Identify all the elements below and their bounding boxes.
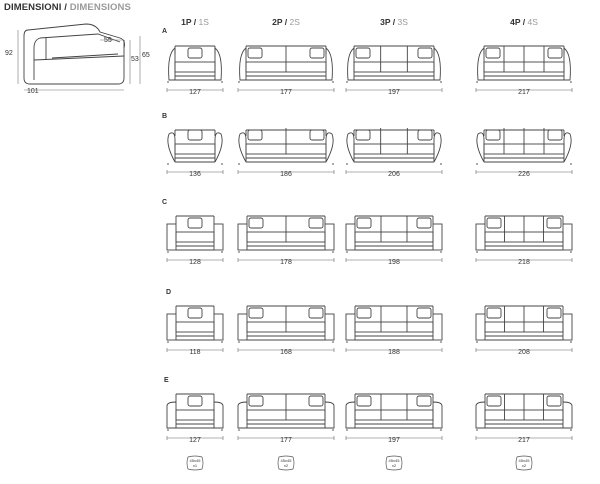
title-main: DIMENSIONI	[4, 2, 62, 13]
sofa-a-1	[166, 45, 224, 92]
side-depth: 101	[27, 88, 39, 95]
width-label-e-2: 177	[280, 437, 292, 444]
sofa-d-1	[166, 305, 224, 352]
width-label-a-1: 127	[189, 89, 201, 96]
cushion-qty: x2	[521, 463, 527, 468]
sofa-e-1	[166, 393, 224, 440]
width-label-d-2: 168	[280, 349, 292, 356]
side-height: 92	[5, 50, 13, 57]
sofa-c-3	[345, 215, 443, 262]
width-label-d-3: 188	[388, 349, 400, 356]
sofa-a-2	[237, 45, 335, 92]
side-seat-depth: 55	[104, 37, 112, 44]
cushion-size: 45x45	[518, 458, 530, 463]
width-label-a-3: 197	[388, 89, 400, 96]
title-sub: DIMENSIONS	[69, 2, 131, 13]
width-label-b-3: 206	[388, 171, 400, 178]
cushion-qty: x2	[283, 463, 289, 468]
sofa-e-4	[475, 393, 573, 440]
title-sep: /	[61, 2, 70, 13]
row-label-b: B	[162, 113, 168, 120]
width-label-c-3: 198	[388, 259, 400, 266]
sofa-d-4	[475, 305, 573, 352]
cushion-size: 45x45	[189, 458, 201, 463]
width-label-b-4: 226	[518, 171, 530, 178]
side-view-drawing	[17, 23, 141, 91]
sofa-b-3	[345, 128, 443, 174]
page-title: DIMENSIONI / DIMENSIONS	[4, 2, 131, 13]
width-label-b-2: 186	[280, 171, 292, 178]
sofa-d-2	[237, 305, 335, 352]
sofa-c-2	[237, 215, 335, 262]
sofa-a-3	[345, 45, 443, 92]
row-label-a: A	[162, 28, 168, 35]
sofa-c-4	[475, 215, 573, 262]
width-label-c-4: 218	[518, 259, 530, 266]
sofa-b-1	[166, 129, 224, 174]
sofa-c-1	[166, 215, 224, 262]
sofa-a-4	[475, 45, 573, 92]
cushion-size: 45x45	[388, 458, 400, 463]
row-label-c: C	[162, 199, 168, 206]
width-label-a-2: 177	[280, 89, 292, 96]
width-label-d-4: 208	[518, 349, 530, 356]
sofa-b-4	[475, 128, 573, 174]
sofa-b-2	[237, 128, 335, 174]
width-label-b-1: 136	[189, 171, 201, 178]
cushion-qty: x1	[192, 463, 198, 468]
column-header-1: 1P / 1S	[181, 17, 209, 27]
width-label-d-1: 118	[189, 349, 201, 356]
side-arm-height: 53	[131, 56, 139, 63]
side-seat-back-height: 65	[142, 52, 150, 59]
sofa-d-3	[345, 305, 443, 352]
cushion-size: 45x45	[280, 458, 292, 463]
sofa-e-3	[345, 393, 443, 440]
width-label-c-2: 178	[280, 259, 292, 266]
row-label-d: D	[166, 289, 172, 296]
column-header-4: 4P / 4S	[510, 17, 538, 27]
row-label-e: E	[164, 377, 169, 384]
column-header-3: 3P / 3S	[380, 17, 408, 27]
width-label-e-1: 127	[189, 437, 201, 444]
width-label-e-3: 197	[388, 437, 400, 444]
width-label-c-1: 128	[189, 259, 201, 266]
sofa-e-2	[237, 393, 335, 440]
cushion-qty: x2	[391, 463, 397, 468]
width-label-a-4: 217	[518, 89, 530, 96]
width-label-e-4: 217	[518, 437, 530, 444]
column-header-2: 2P / 2S	[272, 17, 300, 27]
